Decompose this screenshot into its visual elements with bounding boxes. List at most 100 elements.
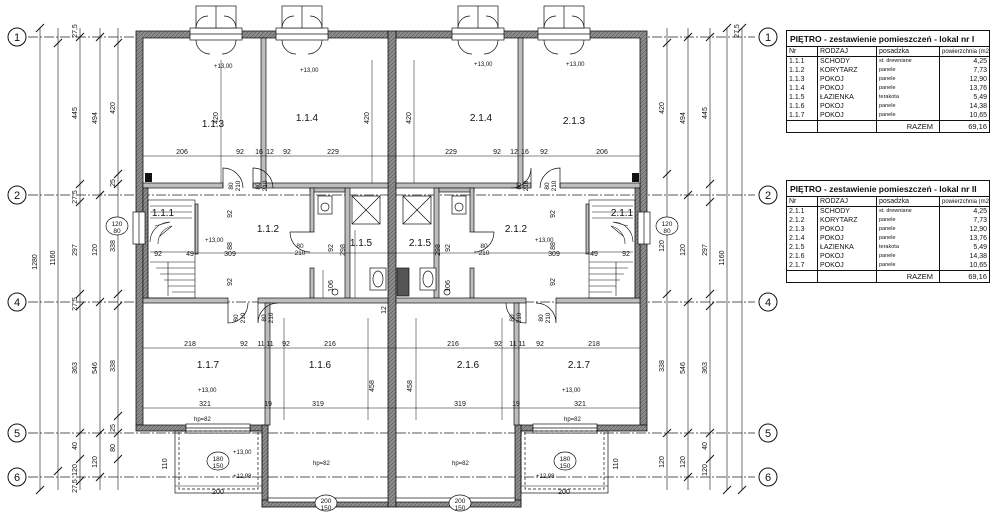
svg-text:92: 92: [445, 244, 452, 252]
cell-type: POKÓJ: [817, 75, 877, 84]
total-spacer: [817, 270, 877, 282]
axis-bubble-5-right: 5: [758, 423, 778, 443]
cell-type: POKÓJ: [817, 111, 877, 121]
svg-text:420: 420: [659, 102, 666, 114]
svg-text:hp=82: hp=82: [194, 417, 212, 423]
room-label-2-1-5: 2.1.5: [409, 238, 432, 249]
svg-text:+12,98: +12,98: [536, 474, 555, 480]
total-label: RAZEM: [876, 120, 940, 132]
svg-text:420: 420: [213, 112, 220, 124]
schedule-header-row: Nr RODZAJ posadzka powierzchnia (m2): [787, 197, 989, 207]
window-1-1-3: [189, 5, 243, 55]
svg-text:+13,00: +13,00: [566, 62, 585, 68]
cell-area: 13,76: [969, 235, 987, 242]
svg-text:106: 106: [328, 280, 335, 292]
svg-text:319: 319: [312, 401, 324, 408]
svg-text:338: 338: [110, 240, 117, 252]
cell-floor: panele: [876, 75, 940, 84]
svg-text:80210: 80210: [516, 180, 530, 191]
axis-bubble-6-left: 6: [7, 467, 27, 487]
cell-area: 10,65: [969, 112, 987, 119]
svg-text:80210: 80210: [538, 312, 552, 323]
svg-text:319: 319: [454, 401, 466, 408]
svg-text:1160: 1160: [719, 250, 726, 265]
cell-nr: 2.1.3: [787, 225, 818, 234]
cell-nr: 2.1.1: [787, 206, 818, 216]
svg-text:120: 120: [680, 244, 687, 256]
svg-text:80210: 80210: [261, 312, 275, 323]
axis-bubble-1-right: 1: [758, 27, 778, 47]
svg-text:80210: 80210: [479, 243, 490, 257]
svg-text:27,5: 27,5: [72, 24, 79, 38]
svg-text:206: 206: [596, 149, 608, 156]
svg-text:200: 200: [558, 489, 570, 496]
svg-text:+13,00: +13,00: [198, 388, 217, 394]
room-label-1-1-7: 1.1.7: [197, 360, 220, 371]
svg-text:5: 5: [14, 428, 20, 440]
cell-area: 4,25: [973, 58, 987, 65]
inner-dimension-lines: [143, 60, 640, 487]
svg-text:92: 92: [494, 341, 502, 348]
windows-side: [132, 211, 651, 245]
svg-text:120: 120: [659, 456, 666, 468]
cell-type: ŁAZIENKA: [817, 93, 877, 102]
svg-text:298: 298: [435, 244, 442, 256]
svg-text:19: 19: [512, 401, 520, 408]
room-label-1-1-5: 1.1.5: [350, 238, 373, 249]
svg-text:+13,00: +13,00: [205, 238, 224, 244]
cell-area: 5,49: [973, 244, 987, 251]
svg-text:200: 200: [212, 489, 224, 496]
svg-text:+13,00: +13,00: [214, 64, 233, 70]
svg-text:5: 5: [765, 428, 771, 440]
dimension-chains-right: [662, 23, 747, 495]
col-header-nr: Nr: [787, 47, 818, 57]
cell-type: ŁAZIENKA: [817, 243, 877, 252]
svg-text:2: 2: [765, 190, 771, 202]
svg-text:+13,00: +13,00: [300, 68, 319, 74]
svg-text:445: 445: [702, 107, 709, 119]
room-label-2-1-4: 2.1.4: [470, 113, 493, 124]
dimension-chains-left: [35, 23, 123, 495]
svg-text:6: 6: [765, 472, 771, 484]
cell-nr: 1.1.4: [787, 84, 818, 93]
svg-text:218: 218: [184, 341, 196, 348]
svg-text:80210: 80210: [509, 312, 523, 323]
cell-floor: panele: [876, 84, 940, 93]
svg-text:88: 88: [550, 242, 557, 250]
svg-text:+13,00: +13,00: [233, 450, 252, 456]
cell-type: POKÓJ: [817, 252, 877, 261]
svg-text:445: 445: [72, 107, 79, 119]
svg-text:298: 298: [340, 244, 347, 256]
cell-area: 14,38: [969, 103, 987, 110]
svg-text:16: 16: [521, 149, 529, 156]
svg-text:+12,98: +12,98: [233, 474, 252, 480]
dimension-text-right: 420 120 338 120 494 120 546 120 445 297 …: [659, 24, 741, 476]
svg-text:1160: 1160: [50, 250, 57, 265]
svg-text:106: 106: [445, 280, 452, 292]
axis-bubble-1-left: 1: [7, 27, 27, 47]
svg-text:338: 338: [659, 360, 666, 372]
svg-text:92: 92: [227, 278, 234, 286]
room-label-2-1-7: 2.1.7: [568, 360, 591, 371]
cell-floor: panele: [876, 234, 940, 243]
cell-floor: panele: [876, 111, 940, 121]
svg-text:80210: 80210: [544, 180, 558, 191]
stairs-2-1-1: [588, 199, 636, 299]
window-2-1-3: [537, 5, 591, 55]
cell-floor: panele: [876, 66, 940, 75]
room-label-2-1-1: 2.1.1: [611, 208, 634, 219]
cell-type: POKÓJ: [817, 84, 877, 93]
svg-text:420: 420: [406, 112, 413, 124]
axis-bubble-2-left: 2: [7, 185, 27, 205]
